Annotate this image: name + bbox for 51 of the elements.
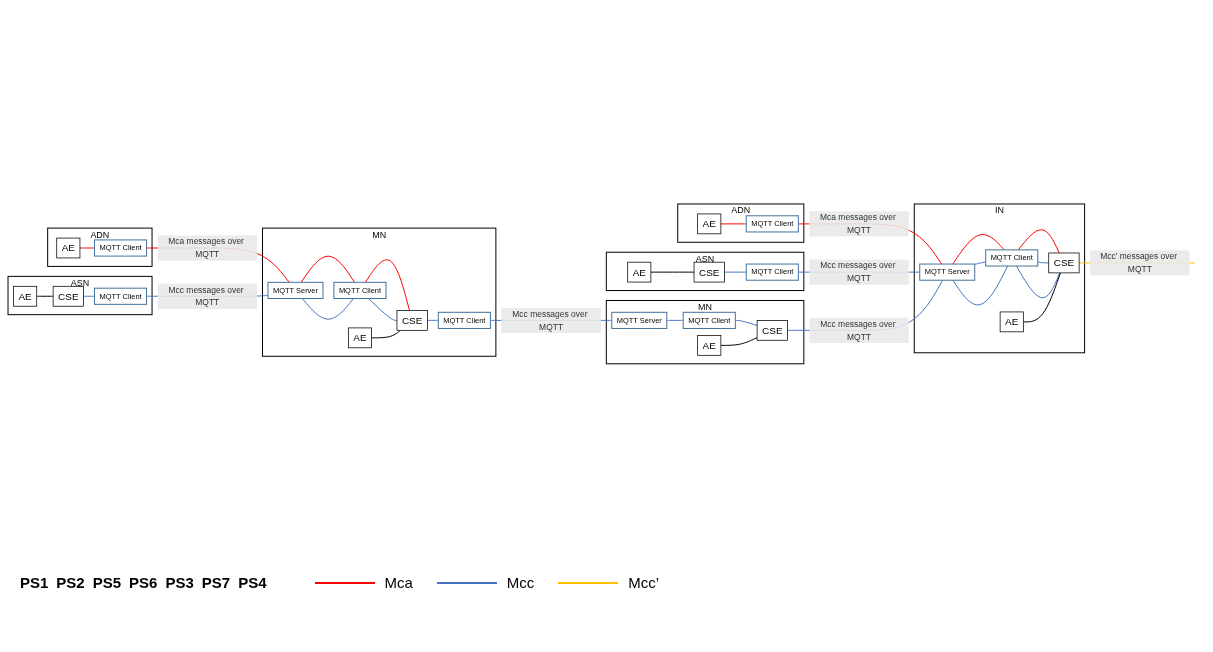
legend-text: Mca — [384, 574, 413, 591]
node-box: CSE — [756, 320, 788, 341]
legend-text: Mcc — [506, 574, 535, 591]
node-box: AE — [13, 286, 38, 307]
connector — [666, 320, 684, 321]
connector — [1037, 261, 1050, 264]
connector — [79, 247, 95, 249]
connector — [974, 261, 987, 266]
connector — [1015, 265, 1061, 299]
connector — [734, 320, 758, 327]
path-label: PS6 — [129, 574, 158, 591]
connector — [952, 265, 1009, 306]
connector — [36, 295, 54, 297]
connector — [83, 295, 95, 297]
connector — [371, 329, 401, 339]
node-box: AE — [697, 213, 722, 235]
edge-label: Mcc messages over MQTT — [820, 319, 896, 342]
connector — [426, 320, 439, 321]
connector — [720, 223, 747, 225]
path-label: PS7 — [201, 574, 231, 591]
path-label: PS1 — [20, 574, 49, 591]
node-box: AE — [56, 237, 81, 259]
connector — [720, 337, 758, 346]
node-box: CSE — [396, 310, 428, 331]
edge-label: Mcc’ messages over MQTT — [1100, 251, 1178, 274]
connector — [301, 298, 354, 320]
connector — [952, 234, 1005, 265]
path-label: PS3 — [165, 574, 194, 591]
node-box: CSE — [693, 261, 725, 283]
connector — [723, 271, 747, 273]
edge-label: Mcc messages over MQTT — [512, 309, 588, 332]
edge-label: Mcc messages over MQTT — [168, 285, 244, 308]
path-label: PS5 — [92, 574, 122, 591]
connector — [364, 259, 410, 312]
path-label: PS2 — [56, 574, 85, 591]
node-box: AE — [697, 335, 722, 356]
edge-label: Mca messages over MQTT — [168, 236, 244, 260]
connector — [650, 271, 695, 273]
connector — [367, 298, 398, 321]
node-box: AE — [627, 261, 652, 283]
edge-label: Mca messages over MQTT — [820, 212, 896, 235]
node-box: AE — [999, 311, 1024, 333]
path-label: PS4 — [238, 574, 267, 591]
node-box: CSE — [52, 286, 84, 307]
legend-text: Mcc’ — [628, 574, 660, 591]
node-box: AE — [347, 327, 372, 349]
edge-label: Mcc messages over MQTT — [820, 261, 896, 284]
node-box: CSE — [1048, 252, 1080, 274]
connector — [1017, 229, 1060, 254]
connector — [1022, 272, 1061, 323]
connector — [300, 255, 356, 283]
